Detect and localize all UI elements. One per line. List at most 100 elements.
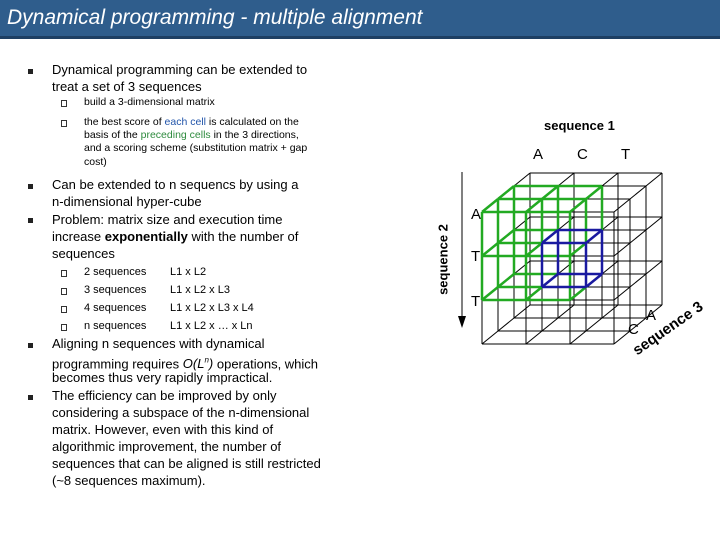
bullet-marker	[28, 69, 33, 74]
cube-edge-black	[525, 330, 543, 345]
cube-edge-green	[481, 242, 499, 257]
table-row-size: L1 x L2 x L3 x L4	[170, 302, 254, 314]
sub-bullet-marker	[61, 100, 67, 107]
cube-edge-black	[629, 229, 647, 244]
sub2-text: the best score of	[84, 116, 165, 128]
title-bar: Dynamical programming - multiple alignme…	[0, 0, 720, 39]
table-row-count: n sequences	[84, 320, 147, 332]
bullet3-text: with the number of	[187, 229, 299, 244]
cube-edge-black	[601, 260, 619, 275]
sequence2-letter: A	[471, 206, 482, 223]
bullet4-line3: becomes thus very rapidly impractical.	[52, 370, 273, 385]
cube-edge-black	[645, 172, 663, 187]
bullet-marker	[28, 184, 33, 189]
bullet1-sub2-line1: the best score of each cell is calculate…	[84, 116, 299, 130]
exponentially-bold: exponentially	[104, 229, 188, 244]
cube-edge-green	[569, 198, 587, 213]
cube-edge-green	[481, 286, 499, 301]
bullet3-line1: Problem: matrix size and execution time	[52, 212, 283, 227]
sub-bullet-marker	[61, 288, 67, 295]
cube-edge-black	[629, 185, 647, 200]
sub2-text: is calculated on the	[206, 116, 299, 128]
cube-edge-black	[557, 216, 575, 231]
sequence1-label: sequence 1	[544, 118, 615, 133]
cube-edge-green	[525, 198, 543, 213]
cube-edge-green	[497, 229, 515, 244]
bullet5-line6: (~8 sequences maximum).	[52, 473, 206, 488]
cube-edge-black	[601, 216, 619, 231]
arrow-head-icon	[458, 316, 466, 328]
sub-bullet-marker	[61, 306, 67, 313]
sub-bullet-marker	[61, 324, 67, 331]
bullet4-text: programming requires	[52, 356, 183, 372]
bullet4-text: operations, which	[213, 356, 319, 372]
cube-edge-black	[557, 172, 575, 187]
sequence1-letter: T	[621, 146, 631, 163]
cube-edge-black	[613, 242, 631, 257]
bullet3-line2: increase exponentially with the number o…	[52, 228, 298, 245]
cube-edge-green	[525, 286, 543, 301]
cube-edge-black	[645, 260, 663, 275]
cube-edge-green	[497, 273, 515, 288]
cube-edge-black	[513, 172, 531, 187]
bullet5-line4: algorithmic improvement, the number of	[52, 439, 282, 454]
table-row-size: L1 x L2 x L3	[170, 284, 230, 296]
sequence1-letter: C	[577, 146, 588, 163]
cube-edge-green	[585, 185, 603, 200]
cube-edge-black	[513, 216, 531, 231]
bullet1-line2: treat a set of 3 sequences	[52, 79, 202, 94]
sub2-text: in the 3 directions,	[210, 129, 299, 141]
cube-edge-black	[513, 260, 531, 275]
bullet4-line1: Aligning n sequences with dynamical	[52, 336, 265, 351]
cube-edge-green	[497, 185, 515, 200]
sequence1-letter: A	[533, 146, 544, 163]
table-row-count: 2 sequences	[84, 266, 147, 278]
slide-title: Dynamical programming - multiple alignme…	[7, 6, 423, 29]
bullet2-line1: Can be extended to n sequencs by using a	[52, 177, 299, 192]
bullet3-text: increase	[52, 229, 105, 244]
bullet3-line3: sequences	[52, 246, 115, 261]
bullet5-line1: The efficiency can be improved by only	[52, 388, 277, 403]
bullet4-line2: programming requires O(Ln) operations, w…	[52, 352, 318, 372]
table-row-count: 4 sequences	[84, 302, 147, 314]
cube-edge-black	[601, 172, 619, 187]
bullet1-sub2-line3: and a scoring scheme (substitution matri…	[84, 142, 308, 154]
bullet5-line3: matrix. However, even with this kind of	[52, 422, 274, 437]
cube-edge-black	[645, 216, 663, 231]
cube-edge-green	[541, 185, 559, 200]
cube-edge-black	[629, 317, 647, 332]
cube-edge-black	[613, 286, 631, 301]
bullet5-line2: considering a subspace of the n-dimensio…	[52, 405, 310, 420]
cube-grid	[480, 172, 663, 345]
cube-edge-green	[569, 286, 587, 301]
bullet1-sub1: build a 3-dimensional matrix	[84, 96, 215, 108]
cube-edge-green	[525, 242, 543, 257]
bullet-marker	[28, 395, 33, 400]
sequence2-letter: T	[471, 248, 481, 265]
sub-bullet-marker	[61, 270, 67, 277]
cube-edge-black	[557, 260, 575, 275]
cube-edge-green	[569, 242, 587, 257]
cube-edge-black	[585, 317, 603, 332]
cube-edge-black	[497, 317, 515, 332]
complexity-formula: O(Ln)	[182, 356, 214, 372]
cube-edge-black	[557, 304, 575, 319]
cube-edge-black	[513, 304, 531, 319]
preceding-cells-highlight: preceding cells	[140, 129, 211, 141]
bullet2-line2: n-dimensional hyper-cube	[52, 194, 202, 209]
bullet5-line5: sequences that can be aligned is still r…	[52, 456, 321, 471]
bullet1-line1: Dynamical programming can be extended to	[52, 62, 308, 77]
sequence3-letter: A	[646, 307, 657, 324]
cube-edge-black	[601, 304, 619, 319]
table-row-count: 3 sequences	[84, 284, 147, 296]
cube-edge-black	[541, 317, 559, 332]
cube-edge-blue	[541, 229, 559, 244]
sequence2-letter: T	[471, 293, 481, 310]
table-row-size: L1 x L2	[170, 266, 207, 278]
cube-edge-black	[613, 198, 631, 213]
sub2-text: basis of the	[84, 129, 141, 141]
table-row-size: L1 x L2 x … x Ln	[170, 320, 253, 332]
cube-edge-black	[629, 273, 647, 288]
bullet-marker	[28, 218, 33, 223]
bullet1-sub2-line2: basis of the preceding cells in the 3 di…	[84, 129, 299, 143]
